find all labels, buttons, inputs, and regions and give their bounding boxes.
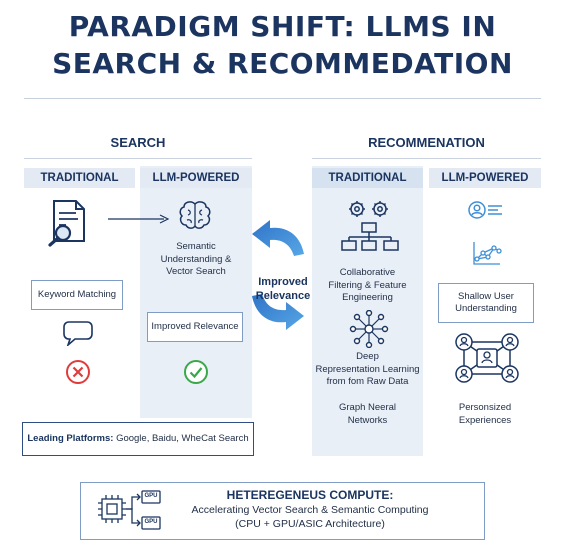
search-divider [24, 158, 252, 159]
recommendation-heading: RECOMMENATION [368, 135, 485, 150]
shallow-line-2: Understanding [455, 303, 517, 314]
search-llm-header: LLM-POWERED [140, 168, 252, 188]
collab-line-2: Filtering & Feature [328, 279, 407, 291]
shallow-line-1: Shallow User [458, 291, 514, 302]
x-circle-icon [65, 359, 91, 385]
rec-traditional-header: TRADITIONAL [312, 168, 423, 188]
document-search-icon [46, 199, 92, 247]
speech-bubble-icon [63, 320, 93, 346]
graph-line-1: Graph Neeral [338, 402, 397, 413]
shallow-understanding-box: Shallow User Understanding [438, 283, 534, 323]
platforms-list: Google, Baidu, WheCat Search [116, 433, 249, 444]
cycle-arrows-icon [246, 212, 310, 338]
title-line-2: SEARCH & RECOMMEDATION [52, 47, 513, 80]
gpu-chip-label-2: GPU [144, 519, 158, 525]
semantic-line-3: Vector Search [166, 266, 226, 277]
keyword-matching-box: Keyword Matching [31, 280, 123, 310]
collab-line-1: Collaborative [339, 267, 396, 278]
improved-relevance-box: Improved Relevance [147, 312, 243, 342]
compute-text: HETEREGENEUS COMPUTE: Accelerating Vecto… [180, 487, 440, 531]
personalized-experiences-text: Personsized Experiences [429, 402, 541, 427]
graph-line-2: Networks [347, 414, 388, 426]
recommendation-divider [312, 158, 541, 159]
cpu-chip-icon [96, 489, 166, 533]
center-improved-relevance: Improved Relevance [254, 275, 312, 303]
people-network-icon [452, 330, 522, 386]
gears-hierarchy-icon [340, 198, 400, 252]
collaborative-filtering-text: Collaborative Filtering & Feature Engine… [312, 267, 423, 305]
semantic-line-2: Understanding & [160, 253, 232, 265]
page-title: PARADIGM SHIFT: LLMS IN SEARCH & RECOMME… [0, 8, 565, 82]
compute-box [80, 482, 485, 540]
user-profile-icon [468, 200, 504, 220]
search-heading: SEARCH [110, 135, 166, 150]
personalized-line-2: Experiences [458, 414, 512, 426]
title-divider [24, 98, 541, 99]
center-line-1: Improved [258, 276, 308, 288]
arrow-right-icon [108, 214, 170, 224]
deep-line-3: from fom Raw Data [326, 376, 409, 387]
title-line-1: PARADIGM SHIFT: LLMS IN [68, 10, 497, 43]
compute-title: HETEREGENEUS COMPUTE: [226, 488, 394, 502]
gpu-chip-label-1: GPU [144, 493, 158, 499]
deep-line-1: Deep [356, 351, 379, 362]
search-traditional-header: TRADITIONAL [24, 168, 135, 188]
personalized-line-1: Personsized [458, 402, 512, 413]
network-chart-icon [472, 240, 502, 266]
collab-line-3: Engineering [342, 292, 393, 303]
deep-representation-text: Deep Representation Learning from fom Ra… [312, 351, 423, 389]
leading-platforms-box: Leading Platforms: Google, Baidu, WheCat… [22, 422, 254, 456]
rec-llm-header: LLM-POWERED [429, 168, 541, 188]
platforms-label: Leading Platforms: [27, 433, 114, 444]
center-line-2: Relevance [255, 290, 311, 302]
neural-network-icon [349, 310, 389, 348]
semantic-understanding-text: Semantic Understanding & Vector Search [140, 241, 252, 279]
brain-icon [178, 200, 212, 230]
semantic-line-1: Semantic [176, 241, 216, 252]
compute-line-2: (CPU + GPU/ASIC Architecture) [235, 518, 385, 530]
check-circle-icon [183, 359, 209, 385]
deep-line-2: Representation Learning [315, 363, 420, 375]
compute-line-1: Accelerating Vector Search & Semantic Co… [191, 504, 429, 516]
graph-neural-networks-text: Graph Neeral Networks [312, 402, 423, 427]
